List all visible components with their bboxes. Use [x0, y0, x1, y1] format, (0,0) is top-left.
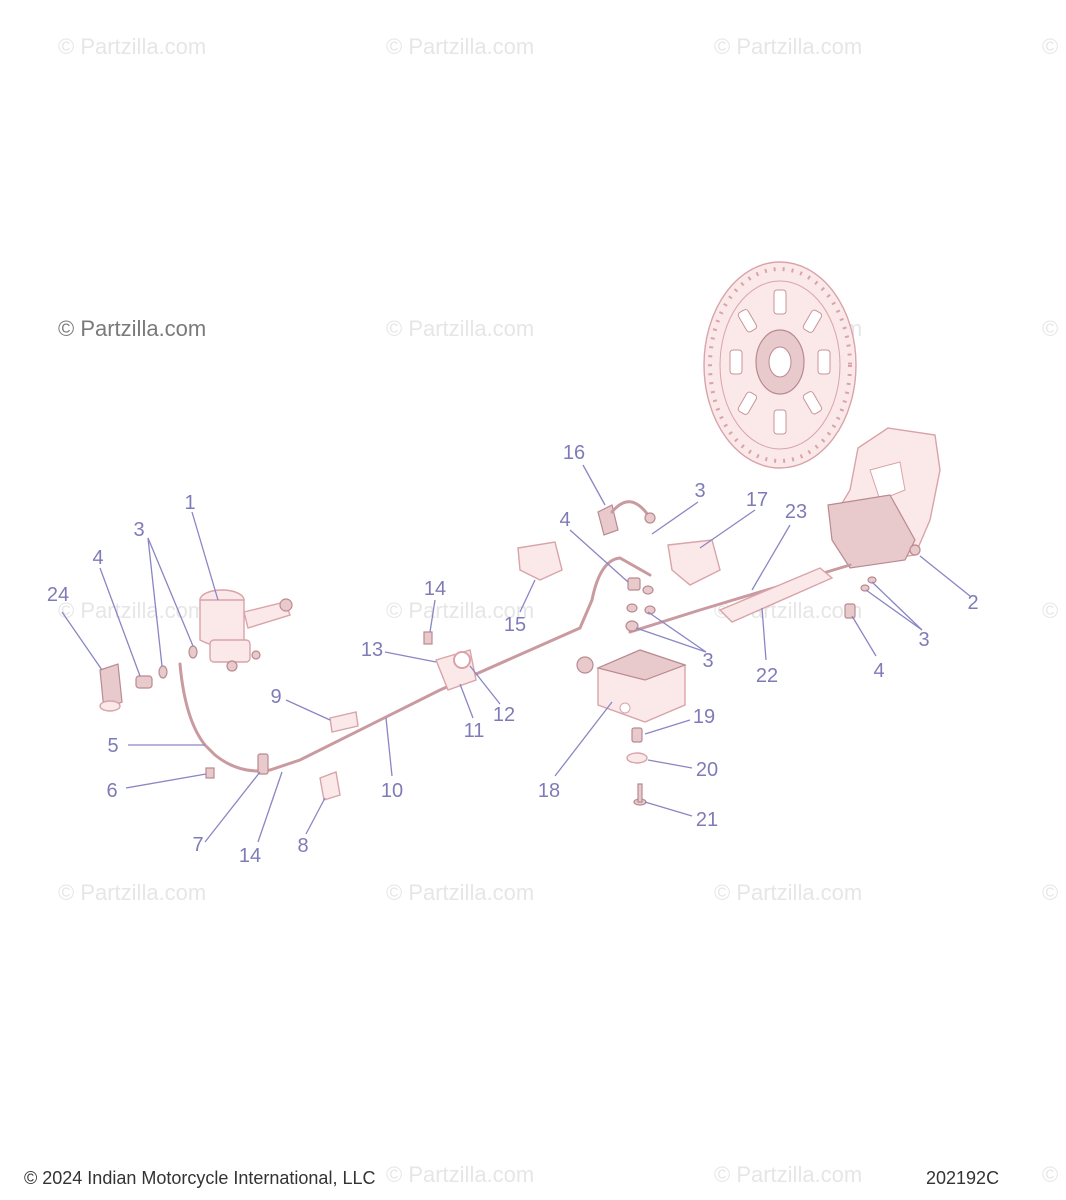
callout-4: 4 [873, 660, 885, 682]
callout-10: 10 [380, 780, 404, 802]
watermark: © Partzilla.com [58, 880, 207, 905]
callout-11: 11 [463, 720, 485, 742]
line-bracket [423, 631, 477, 691]
callout-18: 18 [537, 780, 561, 802]
sensor-strip [718, 567, 834, 623]
bracket-clip [319, 771, 341, 801]
callout-4: 4 [559, 509, 571, 531]
reservoir-cap [99, 663, 123, 712]
callout-17: 17 [745, 489, 769, 511]
watermark: © Partzilla.com [58, 34, 207, 59]
callout-3: 3 [694, 480, 706, 502]
callout-8: 8 [297, 835, 309, 857]
watermark: © Partzilla.com [386, 880, 535, 905]
callout-14: 14 [423, 578, 447, 600]
callout-20: 20 [695, 759, 719, 781]
watermark: © Partzilla.com [714, 34, 863, 59]
mounting-bolt [633, 783, 647, 806]
master-cylinder [199, 589, 293, 672]
watermark: © [1042, 1162, 1059, 1187]
copyright-notice: © 2024 Indian Motorcycle International, … [24, 1168, 376, 1188]
watermark: © Partzilla.com [386, 1162, 535, 1187]
callout-9: 9 [270, 686, 282, 708]
callout-14: 14 [238, 845, 262, 867]
sensor-bracket [667, 539, 721, 586]
callout-2: 2 [967, 592, 979, 614]
callout-22: 22 [755, 665, 779, 687]
callout-12: 12 [492, 704, 516, 726]
brake-disc [703, 261, 857, 469]
callout-4: 4 [92, 547, 104, 569]
brake-hose [597, 500, 656, 536]
callout-15: 15 [503, 614, 527, 636]
retainer-clip [329, 711, 359, 733]
callout-5: 5 [107, 735, 119, 757]
grommet [626, 752, 648, 764]
callout-7: 7 [192, 834, 204, 856]
mounting-bracket [517, 541, 563, 581]
rear-caliper [827, 427, 941, 569]
screw [205, 767, 215, 779]
line-clip [257, 753, 269, 775]
watermark: © Partzilla.com [386, 316, 535, 341]
grommet-spacer [631, 727, 643, 743]
callout-3: 3 [702, 650, 714, 672]
banjo-fittings-center [625, 577, 656, 632]
callout-13: 13 [360, 639, 384, 661]
callout-1: 1 [184, 492, 196, 514]
callout-23: 23 [784, 501, 808, 523]
watermark: © Partzilla.com [714, 880, 863, 905]
watermark: © Partzilla.com [714, 1162, 863, 1187]
callout-6: 6 [106, 780, 118, 802]
abs-module [576, 649, 687, 723]
watermark: © Partzilla.com [386, 34, 535, 59]
banjo-bolt-left [135, 645, 198, 689]
callout-3: 3 [918, 629, 930, 651]
watermark: © Partzilla.com [58, 316, 207, 341]
watermark: © [1042, 34, 1059, 59]
callout-19: 19 [692, 706, 716, 728]
diagram-code: 202192C [926, 1168, 1000, 1188]
watermark: © [1042, 880, 1059, 905]
banjo-bolt-right [844, 603, 856, 619]
watermark: © [1042, 316, 1059, 341]
callout-24: 24 [46, 584, 70, 606]
watermark: © Partzilla.com [386, 598, 535, 623]
leader-lines [61, 464, 971, 843]
brake-line [178, 556, 652, 773]
callout-21: 21 [695, 809, 719, 831]
callout-3: 3 [133, 519, 145, 541]
callout-16: 16 [562, 442, 586, 464]
watermark: © [1042, 598, 1059, 623]
